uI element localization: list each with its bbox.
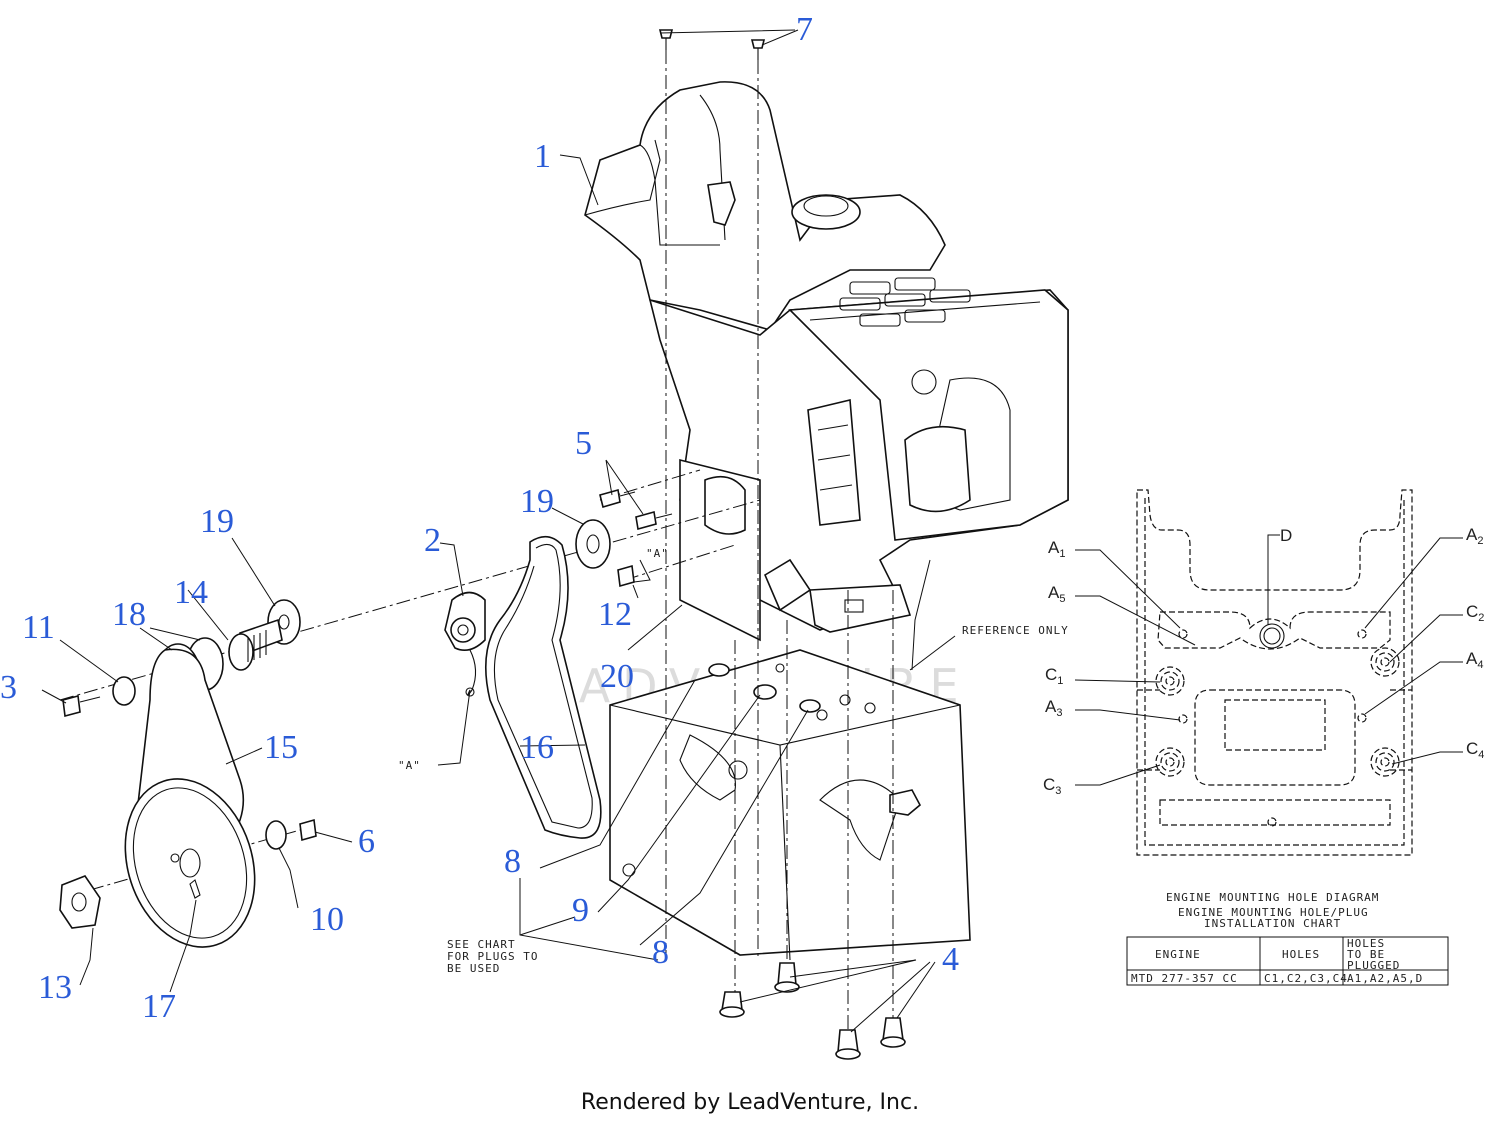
engine-shroud bbox=[584, 81, 946, 331]
chart-title-line1: ENGINE MOUNTING HOLE/PLUG bbox=[1178, 906, 1369, 919]
callout-3: 3 bbox=[0, 669, 17, 706]
hole-diagram-title: ENGINE MOUNTING HOLE DIAGRAM bbox=[1166, 891, 1379, 904]
callout-13: 13 bbox=[38, 969, 72, 1006]
callout-2: 2 bbox=[424, 522, 441, 559]
callout-19-right: 19 bbox=[520, 483, 554, 520]
note-see-chart-line3: BE USED bbox=[447, 962, 500, 975]
hole-label-c1: C1 bbox=[1045, 665, 1063, 687]
frame-boss bbox=[889, 789, 922, 816]
callout-15: 15 bbox=[264, 729, 298, 766]
recoil-handle bbox=[807, 399, 861, 526]
callout-18: 18 bbox=[112, 596, 146, 633]
belt-guide-bolt bbox=[299, 818, 317, 842]
belt-guide-washer bbox=[265, 820, 287, 850]
callout-1: 1 bbox=[534, 138, 551, 175]
callout-17: 17 bbox=[142, 988, 176, 1025]
hole-label-a3: A3 bbox=[1045, 697, 1062, 719]
idler-bracket bbox=[444, 591, 486, 697]
vent-slots bbox=[839, 277, 971, 327]
note-see-chart-line1: SEE CHART bbox=[447, 938, 516, 951]
hole-label-d: D bbox=[1280, 526, 1292, 545]
hole-label-c3: C3 bbox=[1043, 775, 1061, 797]
footer-credit: Rendered by LeadVenture, Inc. bbox=[580, 1090, 920, 1115]
callout-10: 10 bbox=[310, 901, 344, 938]
primer-bulb bbox=[707, 181, 736, 226]
hole-label-a2: A2 bbox=[1466, 525, 1483, 547]
hole-label-c2: C2 bbox=[1466, 602, 1484, 624]
callout-numbers: 7 1 2 3 4 5 6 8 8 9 10 11 12 13 14 15 16… bbox=[0, 11, 959, 1025]
callout-16: 16 bbox=[520, 729, 554, 766]
engine-mount-bolts bbox=[719, 962, 906, 1060]
leader-lines bbox=[41, 29, 956, 1033]
callout-19-left: 19 bbox=[200, 503, 234, 540]
table-cell-holes: C1,C2,C3,C4 bbox=[1264, 972, 1348, 985]
callout-7: 7 bbox=[796, 11, 813, 48]
callout-20: 20 bbox=[600, 658, 634, 695]
recoil-housing bbox=[788, 289, 1069, 541]
table-header-plugged-2: TO BE bbox=[1347, 948, 1385, 961]
hole-label-a1: A1 bbox=[1048, 538, 1065, 560]
callout-4: 4 bbox=[942, 941, 959, 978]
table-cell-engine: MTD 277-357 CC bbox=[1131, 972, 1238, 985]
chart-title-line2: INSTALLATION CHART bbox=[1204, 917, 1341, 930]
hole-label-c4: C4 bbox=[1466, 739, 1484, 761]
pivot-bolt bbox=[617, 564, 635, 588]
callout-11: 11 bbox=[22, 609, 55, 646]
note-a-lower: "A" bbox=[398, 759, 421, 772]
auger-belt bbox=[485, 535, 602, 839]
fuel-cap bbox=[791, 194, 861, 230]
table-header-engine: ENGINE bbox=[1155, 948, 1201, 961]
pulley-washer bbox=[112, 676, 136, 706]
pulley-hub bbox=[59, 875, 101, 929]
shroud-screws bbox=[658, 29, 766, 60]
engine-base bbox=[809, 584, 912, 633]
note-a-upper: "A" bbox=[646, 547, 669, 560]
callout-12: 12 bbox=[598, 596, 632, 633]
callout-6: 6 bbox=[358, 823, 375, 860]
note-see-chart-line2: FOR PLUGS TO bbox=[447, 950, 538, 963]
callout-14: 14 bbox=[174, 574, 208, 611]
adapter-bolts bbox=[599, 488, 673, 531]
hole-label-a4: A4 bbox=[1466, 649, 1483, 671]
note-reference-only: REFERENCE ONLY bbox=[962, 624, 1069, 637]
muffler bbox=[904, 425, 971, 513]
table-header-holes: HOLES bbox=[1282, 948, 1320, 961]
table-header-plugged-1: HOLES bbox=[1347, 937, 1385, 950]
callout-8-lower: 8 bbox=[652, 934, 669, 971]
callout-9: 9 bbox=[572, 892, 589, 929]
table-cell-plugged: A1,A2,A5,D bbox=[1347, 972, 1423, 985]
spacer-upper bbox=[575, 519, 611, 569]
installation-chart-table: ENGINE HOLES HOLES TO BE PLUGGED MTD 277… bbox=[1126, 936, 1449, 986]
hole-plugs bbox=[708, 663, 821, 713]
hole-label-a5: A5 bbox=[1048, 583, 1065, 605]
callout-8-upper: 8 bbox=[504, 843, 521, 880]
pulley-bolt bbox=[62, 694, 81, 718]
chassis-frame bbox=[609, 649, 971, 961]
table-header-plugged-3: PLUGGED bbox=[1347, 959, 1400, 972]
engine-assembly bbox=[584, 81, 1069, 642]
drive-pulley bbox=[124, 778, 256, 948]
callout-5: 5 bbox=[575, 425, 592, 462]
engine-mounting-hole-diagram: D A1 A5 C1 A3 C3 A2 C2 A4 C4 ENGINE MOUN… bbox=[1043, 489, 1484, 930]
